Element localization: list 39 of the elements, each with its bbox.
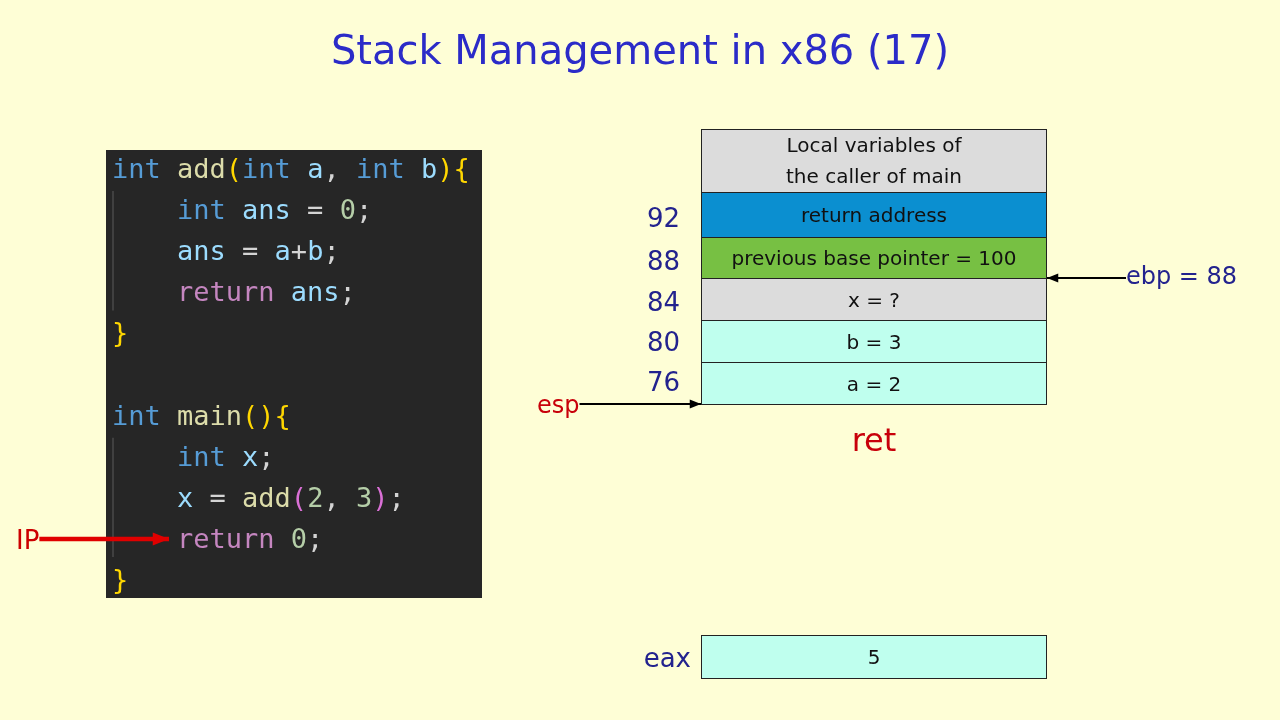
address-label: 92 xyxy=(646,203,680,233)
arrow xyxy=(578,399,702,409)
register-value: 5 xyxy=(867,645,881,669)
register-box xyxy=(701,635,1047,679)
instruction-label: ret xyxy=(851,422,897,458)
stack-cell xyxy=(701,362,1047,405)
code-line: int x; xyxy=(177,439,275,474)
stack-cell xyxy=(701,320,1047,363)
code-line: int ans = 0; xyxy=(177,193,373,228)
title: Stack Management in x86 (17) xyxy=(330,26,950,75)
cell-label: x = ? xyxy=(848,287,900,312)
stack-cell xyxy=(701,129,1047,193)
code-line: x = add(2, 3); xyxy=(177,480,405,515)
address-label: 88 xyxy=(646,246,680,276)
cell-label: return address xyxy=(800,203,948,227)
address-label: 84 xyxy=(646,286,680,317)
stack-cell xyxy=(701,237,1047,279)
stack-cell xyxy=(701,192,1047,238)
cell-label: Local variables of the caller of main xyxy=(784,132,963,190)
address-label: 80 xyxy=(646,326,680,357)
code-panel xyxy=(106,150,482,598)
cell-label: previous base pointer = 100 xyxy=(731,246,1017,270)
register-label: ebp = 88 xyxy=(1126,261,1238,291)
register-label: eax xyxy=(643,643,691,673)
arrow xyxy=(1046,273,1127,283)
pointer-label: IP xyxy=(16,525,40,555)
register-label: esp xyxy=(537,390,580,420)
code-line: } xyxy=(112,316,129,351)
code-line: } xyxy=(112,563,129,597)
code-line: int main(){ xyxy=(112,398,291,433)
code-line: return ans; xyxy=(177,275,356,310)
arrow xyxy=(39,532,169,546)
cell-label: a = 2 xyxy=(846,371,902,396)
cell-label: b = 3 xyxy=(846,329,902,354)
code-line: ans = a+b; xyxy=(177,234,340,269)
code-line: int add(int a, int b){ xyxy=(112,152,470,186)
address-label: 76 xyxy=(646,366,680,397)
stack-cell xyxy=(701,278,1047,321)
code-line: return 0; xyxy=(169,519,324,558)
